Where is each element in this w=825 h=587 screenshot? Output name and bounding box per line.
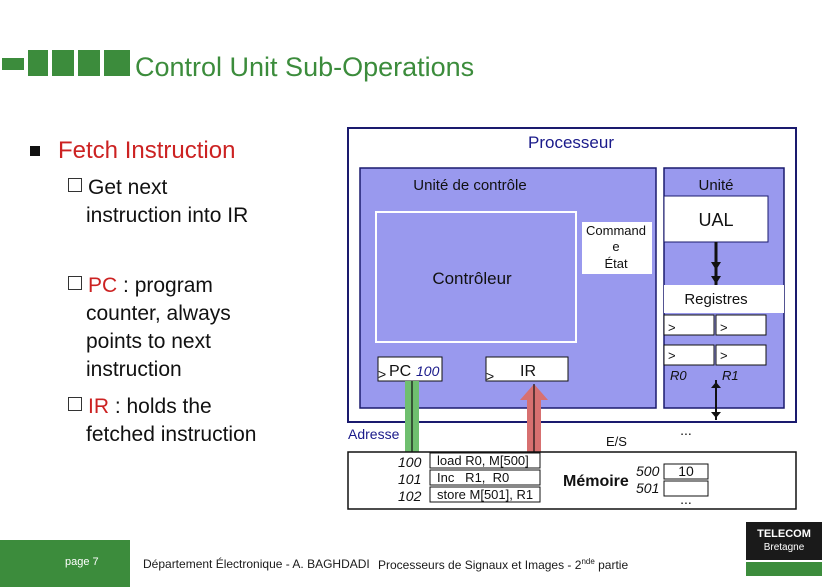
memory-cell <box>429 452 541 469</box>
unit-label: Unité <box>698 177 733 194</box>
command-label-2: e <box>612 239 619 254</box>
checkbox-icon <box>68 178 82 192</box>
controller-label: Contrôleur <box>432 269 512 288</box>
pc-label: PC <box>389 363 411 380</box>
register-cell <box>715 344 767 366</box>
r1-label: R1 <box>722 368 739 383</box>
r0-label: R0 <box>670 368 687 383</box>
footer: page 7 Département Électronique - A. BAG… <box>0 522 825 587</box>
clock-icon: > <box>720 320 728 335</box>
ellipsis-bottom: ... <box>680 491 692 507</box>
register-cell <box>663 314 715 336</box>
memory-box <box>347 451 797 510</box>
data-cell <box>663 463 709 480</box>
footer-dept: Département Électronique - A. BAGHDADI <box>143 557 370 571</box>
controller-box <box>375 211 577 343</box>
instruction-text: Inc R1, R0 <box>437 470 509 485</box>
clock-icon: > <box>486 368 494 384</box>
bullet-pc: PC : program counter, always points to n… <box>68 272 231 384</box>
data-value: 10 <box>678 463 694 479</box>
register-cell <box>663 344 715 366</box>
instruction-text: load R0, M[500] <box>437 453 529 468</box>
registers-area <box>664 285 784 313</box>
clock-icon: > <box>720 348 728 363</box>
data-address: 501 <box>636 480 659 496</box>
clock-icon: > <box>378 366 386 382</box>
ual-label: UAL <box>698 210 733 230</box>
data-address: 500 <box>636 463 660 479</box>
ir-label: IR <box>520 363 536 380</box>
ir-register <box>485 356 569 382</box>
data-cell <box>663 480 709 497</box>
command-area <box>582 222 652 274</box>
telecom-bretagne-logo: TELECOM Bretagne <box>746 522 822 580</box>
address-label: Adresse <box>348 426 400 442</box>
instruction-text: store M[501], R1 <box>437 487 533 502</box>
bullet-fetch-instruction: Fetch Instruction <box>58 137 236 164</box>
clock-icon: > <box>668 320 676 335</box>
processor-label: Processeur <box>528 133 614 152</box>
memory-address: 102 <box>398 488 422 504</box>
memory-address: 101 <box>398 471 421 487</box>
page-title: Control Unit Sub-Operations <box>135 52 475 82</box>
bullet-ir: IR : holds the fetched instruction <box>68 393 256 449</box>
footer-page-tab: page 7 <box>0 540 130 587</box>
bullet-get-next: Get next instruction into IR <box>68 174 248 230</box>
memory-label: Mémoire <box>563 473 629 490</box>
clock-icon: > <box>668 348 676 363</box>
ellipsis-top: ... <box>680 422 692 438</box>
memory-cell <box>429 469 541 486</box>
state-label: État <box>604 256 628 271</box>
memory-address: 100 <box>398 454 422 470</box>
control-unit-label: Unité de contrôle <box>413 177 526 194</box>
pc-value: 100 <box>416 363 440 379</box>
memory-cell <box>429 486 541 503</box>
io-label: E/S <box>606 434 627 449</box>
header-logo <box>2 44 132 85</box>
register-cell <box>715 314 767 336</box>
footer-course: Processeurs de Signaux et Images - 2nde … <box>378 557 629 572</box>
command-label-1: Command <box>586 223 646 238</box>
checkbox-icon <box>68 276 82 290</box>
checkbox-icon <box>68 397 82 411</box>
ual-box <box>663 195 769 243</box>
registers-label: Registres <box>684 291 747 308</box>
bullet-square-icon <box>30 146 40 156</box>
page-number: page 7 <box>65 556 99 568</box>
